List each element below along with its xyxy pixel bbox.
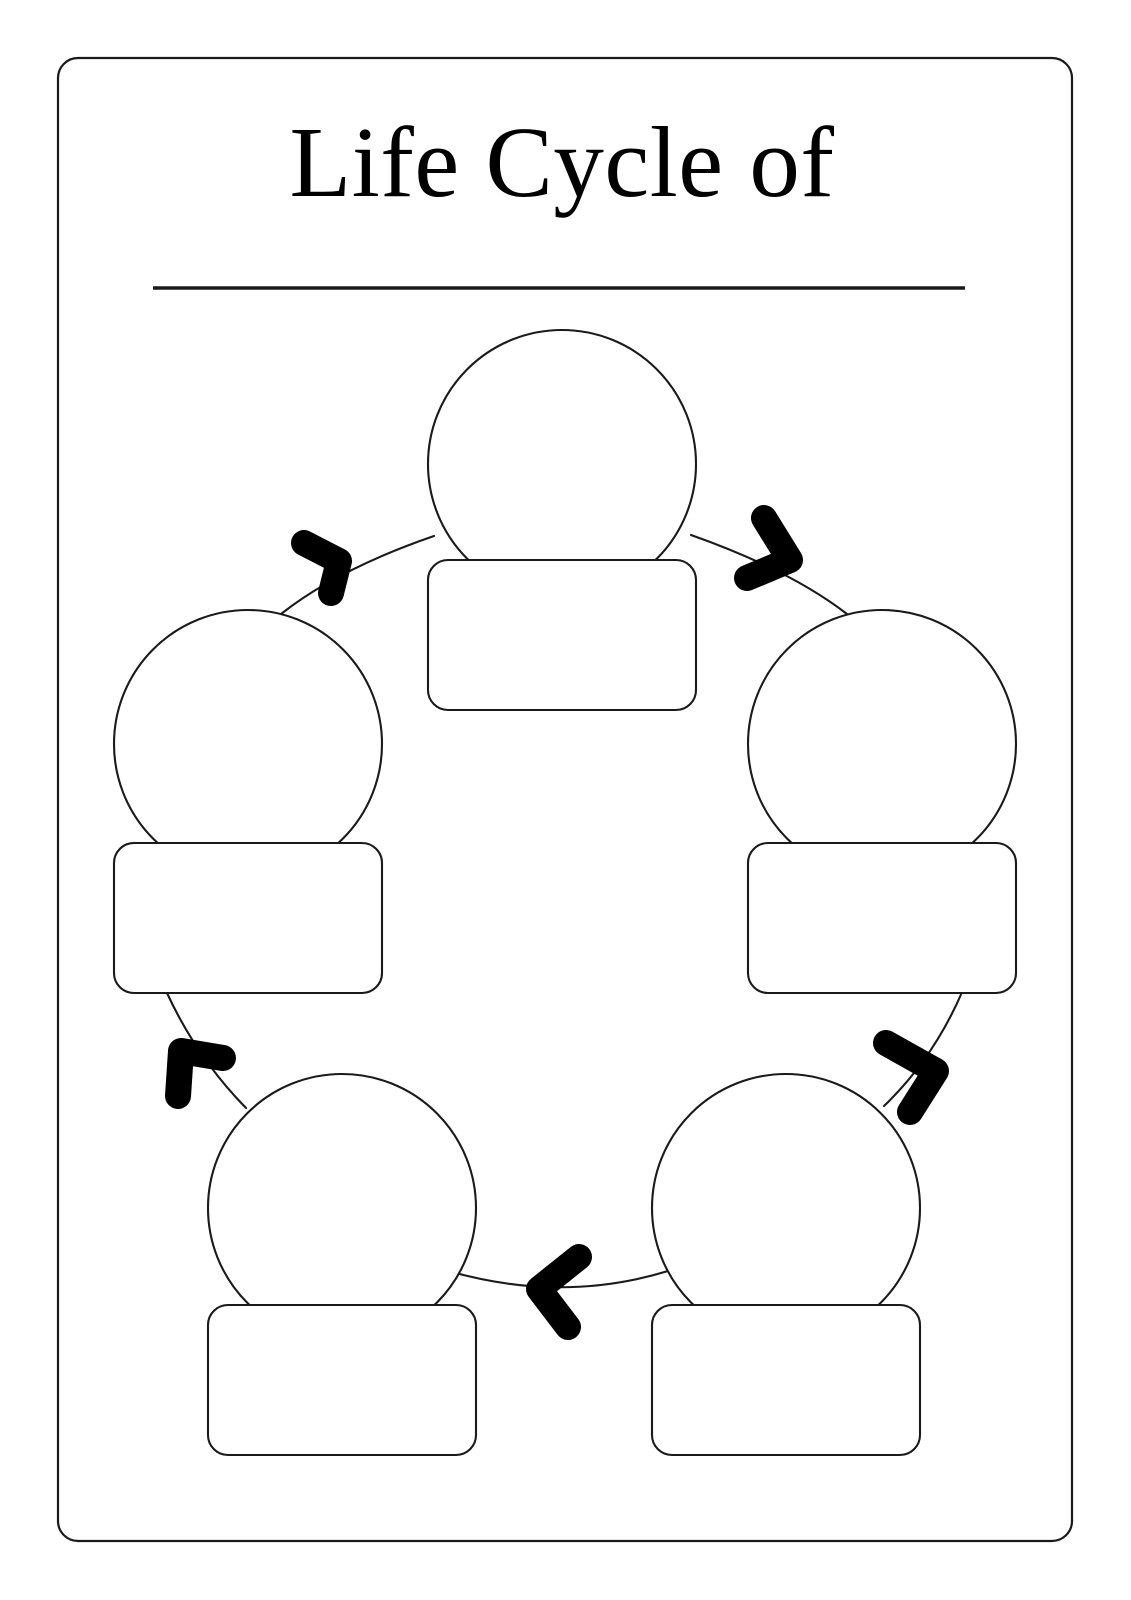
stage-5-label-box[interactable] <box>112 841 384 995</box>
page-title: Life Cycle of <box>290 106 835 218</box>
worksheet-border <box>56 56 1074 1543</box>
arrowhead-bottom-right-to-bottom-left-icon <box>526 1244 592 1340</box>
arrowhead-bottom-left-to-left-icon <box>165 1038 236 1109</box>
cycle-arrows <box>165 505 965 1340</box>
arrowhead-top-to-right-icon <box>734 505 803 591</box>
stage-3-label-box[interactable] <box>650 1303 922 1457</box>
stage-5-drawing-circle[interactable] <box>112 608 384 880</box>
stage-4-label-box[interactable] <box>206 1303 478 1457</box>
arrowhead-right-to-bottom-right-icon <box>873 1030 949 1125</box>
stage-1-top[interactable] <box>426 328 698 712</box>
stage-2-drawing-circle[interactable] <box>746 608 1018 880</box>
stage-1-drawing-circle[interactable] <box>426 328 698 600</box>
stage-2-label-box[interactable] <box>746 841 1018 995</box>
stage-3-bottom-right[interactable] <box>650 1072 922 1457</box>
stage-5-left[interactable] <box>112 608 384 995</box>
stage-2-right[interactable] <box>746 608 1018 995</box>
stage-4-bottom-left[interactable] <box>206 1072 478 1457</box>
stage-4-drawing-circle[interactable] <box>206 1072 478 1344</box>
arrowhead-left-to-top-icon <box>291 530 352 606</box>
stage-1-label-box[interactable] <box>426 558 698 712</box>
stage-3-drawing-circle[interactable] <box>650 1072 922 1344</box>
